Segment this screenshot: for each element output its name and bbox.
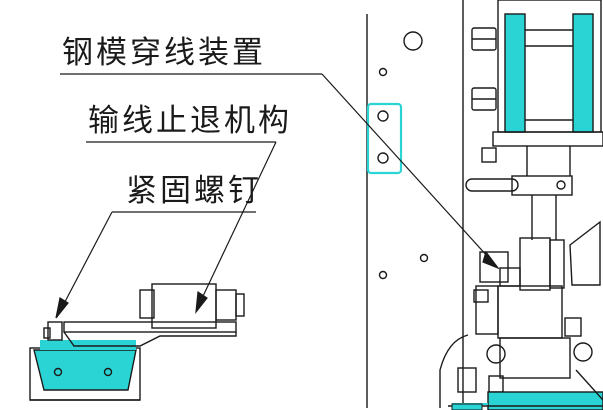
side-guide [569, 220, 601, 286]
side-bolt [564, 317, 582, 337]
leader-line-1 [321, 73, 499, 269]
roller-left [504, 13, 526, 133]
guide-plate [549, 239, 565, 289]
die-seat [33, 349, 137, 391]
label-fastening-screw: 紧固螺钉 [126, 173, 262, 209]
wire-feed-roller [487, 391, 603, 410]
arrow-head-2 [195, 290, 208, 314]
slide-block [519, 237, 551, 291]
stop-nut [499, 267, 521, 287]
die-seat-hole-2 [103, 367, 113, 377]
lever-clamp-block [511, 175, 573, 196]
lower-pulley-right [573, 342, 593, 362]
lower-screw-left [457, 367, 477, 393]
label-wire-feed-stop-return-mechanism: 输线止退机构 [88, 103, 292, 139]
leader-line-3 [56, 211, 113, 318]
stop-cylinder-cap-left [139, 289, 155, 319]
leader-line-2 [195, 141, 277, 312]
clamp-pin [556, 180, 566, 190]
lever-handle [465, 178, 519, 192]
stop-block [479, 251, 509, 283]
lower-housing [497, 285, 563, 339]
frame-hole-small-1 [378, 67, 388, 77]
base-block [499, 337, 571, 379]
lower-curve-left [439, 334, 469, 408]
label-steel-die-threading-device: 钢模穿线装置 [62, 35, 266, 71]
bracket-hole-2 [377, 152, 389, 164]
fastening-screw-head [47, 321, 63, 341]
stop-bar-lower-edge [63, 331, 237, 347]
frame-hole-small-3 [419, 253, 429, 263]
stop-side-plate [475, 285, 499, 335]
mounting-bracket [366, 102, 403, 175]
hex-bolt-3 [481, 147, 497, 163]
frame-hole-small-2 [378, 270, 388, 280]
lower-pulley-left [486, 344, 506, 364]
frame-hole-large [403, 31, 423, 51]
arrow-head-3 [55, 297, 69, 319]
arrow-head-1 [482, 250, 500, 270]
roller-base-plate [492, 131, 603, 147]
stop-cylinder-cap-right [215, 289, 237, 321]
die-seat-hole-1 [53, 367, 63, 377]
roller-right [572, 13, 594, 133]
small-screw [473, 289, 489, 303]
stop-slide-bar [63, 321, 237, 333]
bracket-hole-1 [377, 110, 389, 122]
